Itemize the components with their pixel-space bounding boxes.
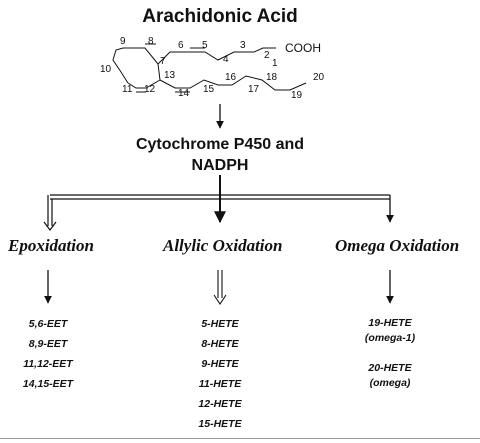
arachidonic-acid-structure [112, 43, 307, 93]
allylic-products: 5-HETE 8-HETE 9-HETE 11-HETE 12-HETE 15-… [160, 314, 280, 434]
product-11-hete: 11-HETE [198, 378, 242, 390]
diagram-title: Arachidonic Acid [142, 6, 298, 27]
carbon-labels: COOH 1 2 3 4 5 6 7 8 9 10 11 12 13 14 15… [100, 36, 325, 101]
carbon-label-12: 12 [144, 84, 156, 95]
carbon-label-5: 5 [202, 40, 208, 51]
carbon-label-11: 11 [122, 84, 133, 95]
carbon-label-18: 18 [266, 72, 278, 83]
carbon-label-1: 1 [272, 58, 278, 69]
arrow-to-epoxidation [43, 221, 57, 231]
branch-allylic-oxidation: Allylic Oxidation [163, 236, 283, 255]
carbon-label-2: 2 [264, 50, 270, 61]
product-8-hete: 8-HETE [201, 338, 239, 350]
enzyme-label: Cytochrome P450 and NADPH [0, 134, 440, 176]
product-14-15-eet: 14,15-EET [22, 378, 74, 390]
cooh-label: COOH [285, 41, 321, 55]
product-15-hete: 15-HETE [198, 418, 242, 430]
branch-connector [43, 175, 394, 231]
carbon-label-7: 7 [160, 56, 166, 67]
branch-omega-oxidation: Omega Oxidation [335, 236, 460, 255]
enzyme-line-1: Cytochrome P450 and [135, 136, 305, 153]
carbon-label-3: 3 [240, 40, 246, 51]
epoxidation-products: 5,6-EET 8,9-EET 11,12-EET 14,15-EET [0, 314, 108, 394]
product-8-9-eet: 8,9-EET [28, 338, 68, 350]
carbon-label-6: 6 [178, 40, 184, 51]
arrow-allylic-products [213, 270, 227, 305]
product-11-12-eet: 11,12-EET [23, 358, 73, 370]
enzyme-line-2: NADPH [191, 157, 249, 174]
carbon-label-10: 10 [100, 64, 112, 75]
carbon-label-20: 20 [313, 72, 325, 83]
carbon-label-4: 4 [223, 54, 229, 65]
carbon-label-16: 16 [225, 72, 237, 83]
product-9-hete: 9-HETE [201, 358, 239, 370]
omega-products: 19-HETE (omega-1) 20-HETE (omega) [330, 316, 450, 391]
branch-epoxidation: Epoxidation [8, 236, 94, 255]
carbon-label-19: 19 [291, 90, 303, 101]
product-omega-note: (omega) [369, 377, 411, 389]
carbon-label-17: 17 [248, 84, 260, 95]
product-spacer [330, 346, 450, 361]
product-20-hete: 20-HETE [368, 362, 412, 374]
product-12-hete: 12-HETE [198, 398, 242, 410]
carbon-label-8: 8 [148, 36, 154, 47]
carbon-label-15: 15 [203, 84, 215, 95]
product-omega-1-note: (omega-1) [364, 332, 416, 344]
product-5-hete: 5-HETE [201, 318, 239, 330]
carbon-label-14: 14 [178, 88, 190, 99]
product-5-6-eet: 5,6-EET [28, 318, 68, 330]
bottom-divider [0, 438, 480, 439]
carbon-label-13: 13 [164, 70, 176, 81]
product-19-hete: 19-HETE [368, 317, 412, 329]
carbon-label-9: 9 [120, 36, 126, 47]
